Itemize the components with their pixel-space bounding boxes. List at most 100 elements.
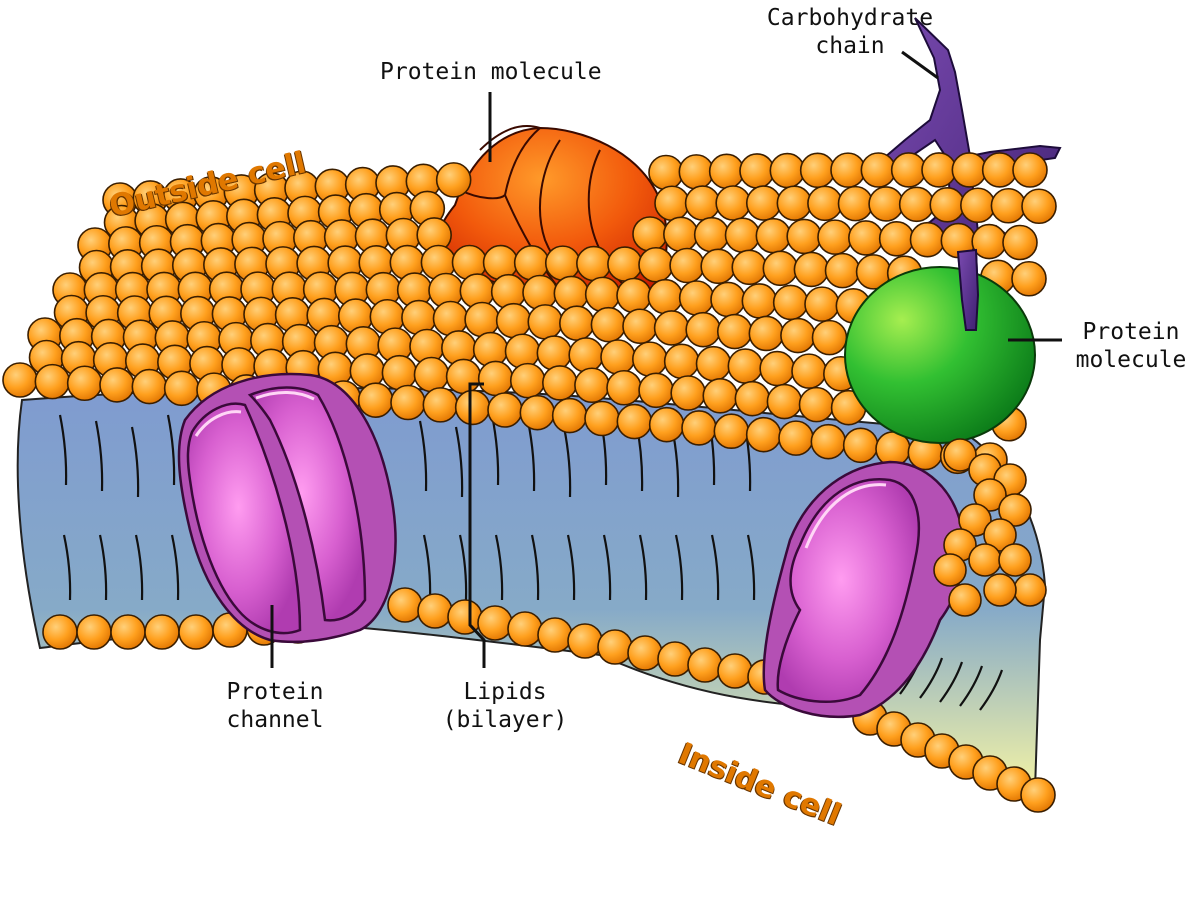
lipid-head bbox=[769, 152, 806, 189]
lipid-head bbox=[878, 220, 915, 257]
label-protein-right-line2: molecule bbox=[1075, 347, 1187, 373]
lipid-head bbox=[34, 363, 71, 400]
lipid-head bbox=[76, 614, 112, 650]
lipid-head bbox=[653, 310, 690, 346]
lipid-head bbox=[559, 305, 595, 342]
lipid-tail bbox=[134, 534, 144, 601]
lipid-tail bbox=[638, 534, 648, 601]
label-carbohydrate-chain: Carbohydrate chain bbox=[740, 4, 960, 60]
lipid-head bbox=[536, 335, 573, 371]
lipid-head bbox=[734, 380, 771, 417]
lipid-head bbox=[990, 187, 1027, 224]
lipid-tail bbox=[454, 426, 464, 498]
lipid-head bbox=[519, 394, 556, 431]
lipid-head bbox=[890, 152, 927, 188]
lipid-head bbox=[681, 410, 717, 446]
lipid-tail bbox=[710, 534, 720, 601]
lipid-head bbox=[960, 187, 996, 224]
lipid-head bbox=[537, 617, 573, 653]
lipid-head bbox=[1013, 573, 1047, 607]
lipid-head bbox=[973, 478, 1007, 512]
lipid-head bbox=[422, 387, 459, 423]
lipid-head bbox=[567, 623, 603, 659]
lipid-head bbox=[817, 219, 853, 255]
lipid-head bbox=[804, 286, 840, 322]
lipid-head bbox=[513, 245, 550, 281]
label-protein-channel-line2: channel bbox=[226, 707, 324, 733]
lipid-head bbox=[669, 247, 705, 284]
lipid-head bbox=[638, 246, 674, 283]
lipid-head bbox=[799, 152, 836, 189]
lipid-head bbox=[807, 185, 843, 222]
lipid-head bbox=[837, 185, 874, 222]
label-protein-right-line1: Protein bbox=[1082, 319, 1180, 345]
lipid-head bbox=[848, 220, 884, 256]
protein-channel-left bbox=[177, 372, 397, 644]
lipid-head bbox=[435, 162, 472, 198]
lipid-tail bbox=[58, 414, 68, 486]
lipid-head bbox=[178, 614, 214, 650]
lipid-head bbox=[929, 186, 966, 223]
lipid-head bbox=[684, 185, 721, 221]
lipid-head bbox=[678, 280, 715, 316]
lipid-head bbox=[748, 315, 785, 352]
lipid-head bbox=[544, 245, 581, 281]
lipid-tail bbox=[939, 661, 964, 703]
label-protein-molecule-right: Protein molecule bbox=[1066, 318, 1196, 374]
label-lipids-bilayer: Lipids (bilayer) bbox=[430, 678, 580, 734]
lipid-tail bbox=[130, 426, 140, 498]
lipid-head bbox=[793, 251, 830, 288]
lipid-head bbox=[616, 277, 652, 314]
lipid-tail bbox=[98, 534, 108, 601]
lipid-head bbox=[695, 345, 732, 382]
lipid-head bbox=[909, 221, 946, 258]
lipid-head bbox=[495, 302, 532, 339]
lipid-head bbox=[1011, 260, 1047, 297]
lipid-head bbox=[868, 186, 904, 222]
lipid-head bbox=[715, 185, 751, 221]
label-carbohydrate-line2: chain bbox=[815, 33, 885, 59]
lipid-heads-right-edge bbox=[933, 438, 1047, 617]
lipid-head bbox=[685, 311, 721, 348]
lipid-head bbox=[357, 382, 394, 418]
lipid-head bbox=[574, 367, 610, 404]
lipid-tail bbox=[919, 657, 944, 699]
lipid-head bbox=[607, 246, 643, 282]
lipid-head bbox=[487, 392, 523, 428]
lipid-head bbox=[745, 416, 782, 453]
lipid-tail bbox=[746, 534, 756, 601]
lipid-head bbox=[542, 365, 578, 401]
lipid-head bbox=[724, 217, 761, 253]
lipid-head bbox=[381, 354, 418, 391]
lipid-head bbox=[144, 614, 180, 650]
lipid-head bbox=[477, 605, 513, 641]
lipid-head bbox=[951, 152, 988, 188]
lipid-head bbox=[710, 281, 746, 318]
lipid-head bbox=[553, 275, 590, 312]
lipid-head bbox=[791, 353, 827, 389]
lipid-head bbox=[590, 306, 627, 343]
lipid-head bbox=[786, 218, 822, 255]
lipid-head bbox=[413, 356, 450, 393]
lipid-head bbox=[663, 216, 699, 253]
lipid-head bbox=[755, 217, 792, 254]
lipid-head bbox=[163, 370, 200, 407]
lipid-head bbox=[717, 653, 753, 689]
lipid-head bbox=[983, 518, 1017, 552]
lipid-tail bbox=[62, 534, 72, 601]
lipid-tail bbox=[959, 665, 984, 707]
lipid-head bbox=[131, 368, 168, 405]
lipid-head bbox=[66, 365, 103, 402]
label-protein-channel: Protein channel bbox=[200, 678, 350, 734]
lipid-head bbox=[568, 337, 604, 373]
protein-channel-right bbox=[762, 460, 965, 719]
lipid-head bbox=[647, 278, 684, 315]
lipid-head bbox=[454, 389, 491, 426]
lipid-tail bbox=[170, 534, 180, 601]
lipid-head bbox=[810, 423, 847, 460]
lipid-head bbox=[981, 152, 1018, 188]
label-carbohydrate-line1: Carbohydrate bbox=[766, 5, 934, 31]
lipid-head bbox=[745, 185, 782, 221]
label-protein-channel-line1: Protein bbox=[226, 679, 324, 705]
